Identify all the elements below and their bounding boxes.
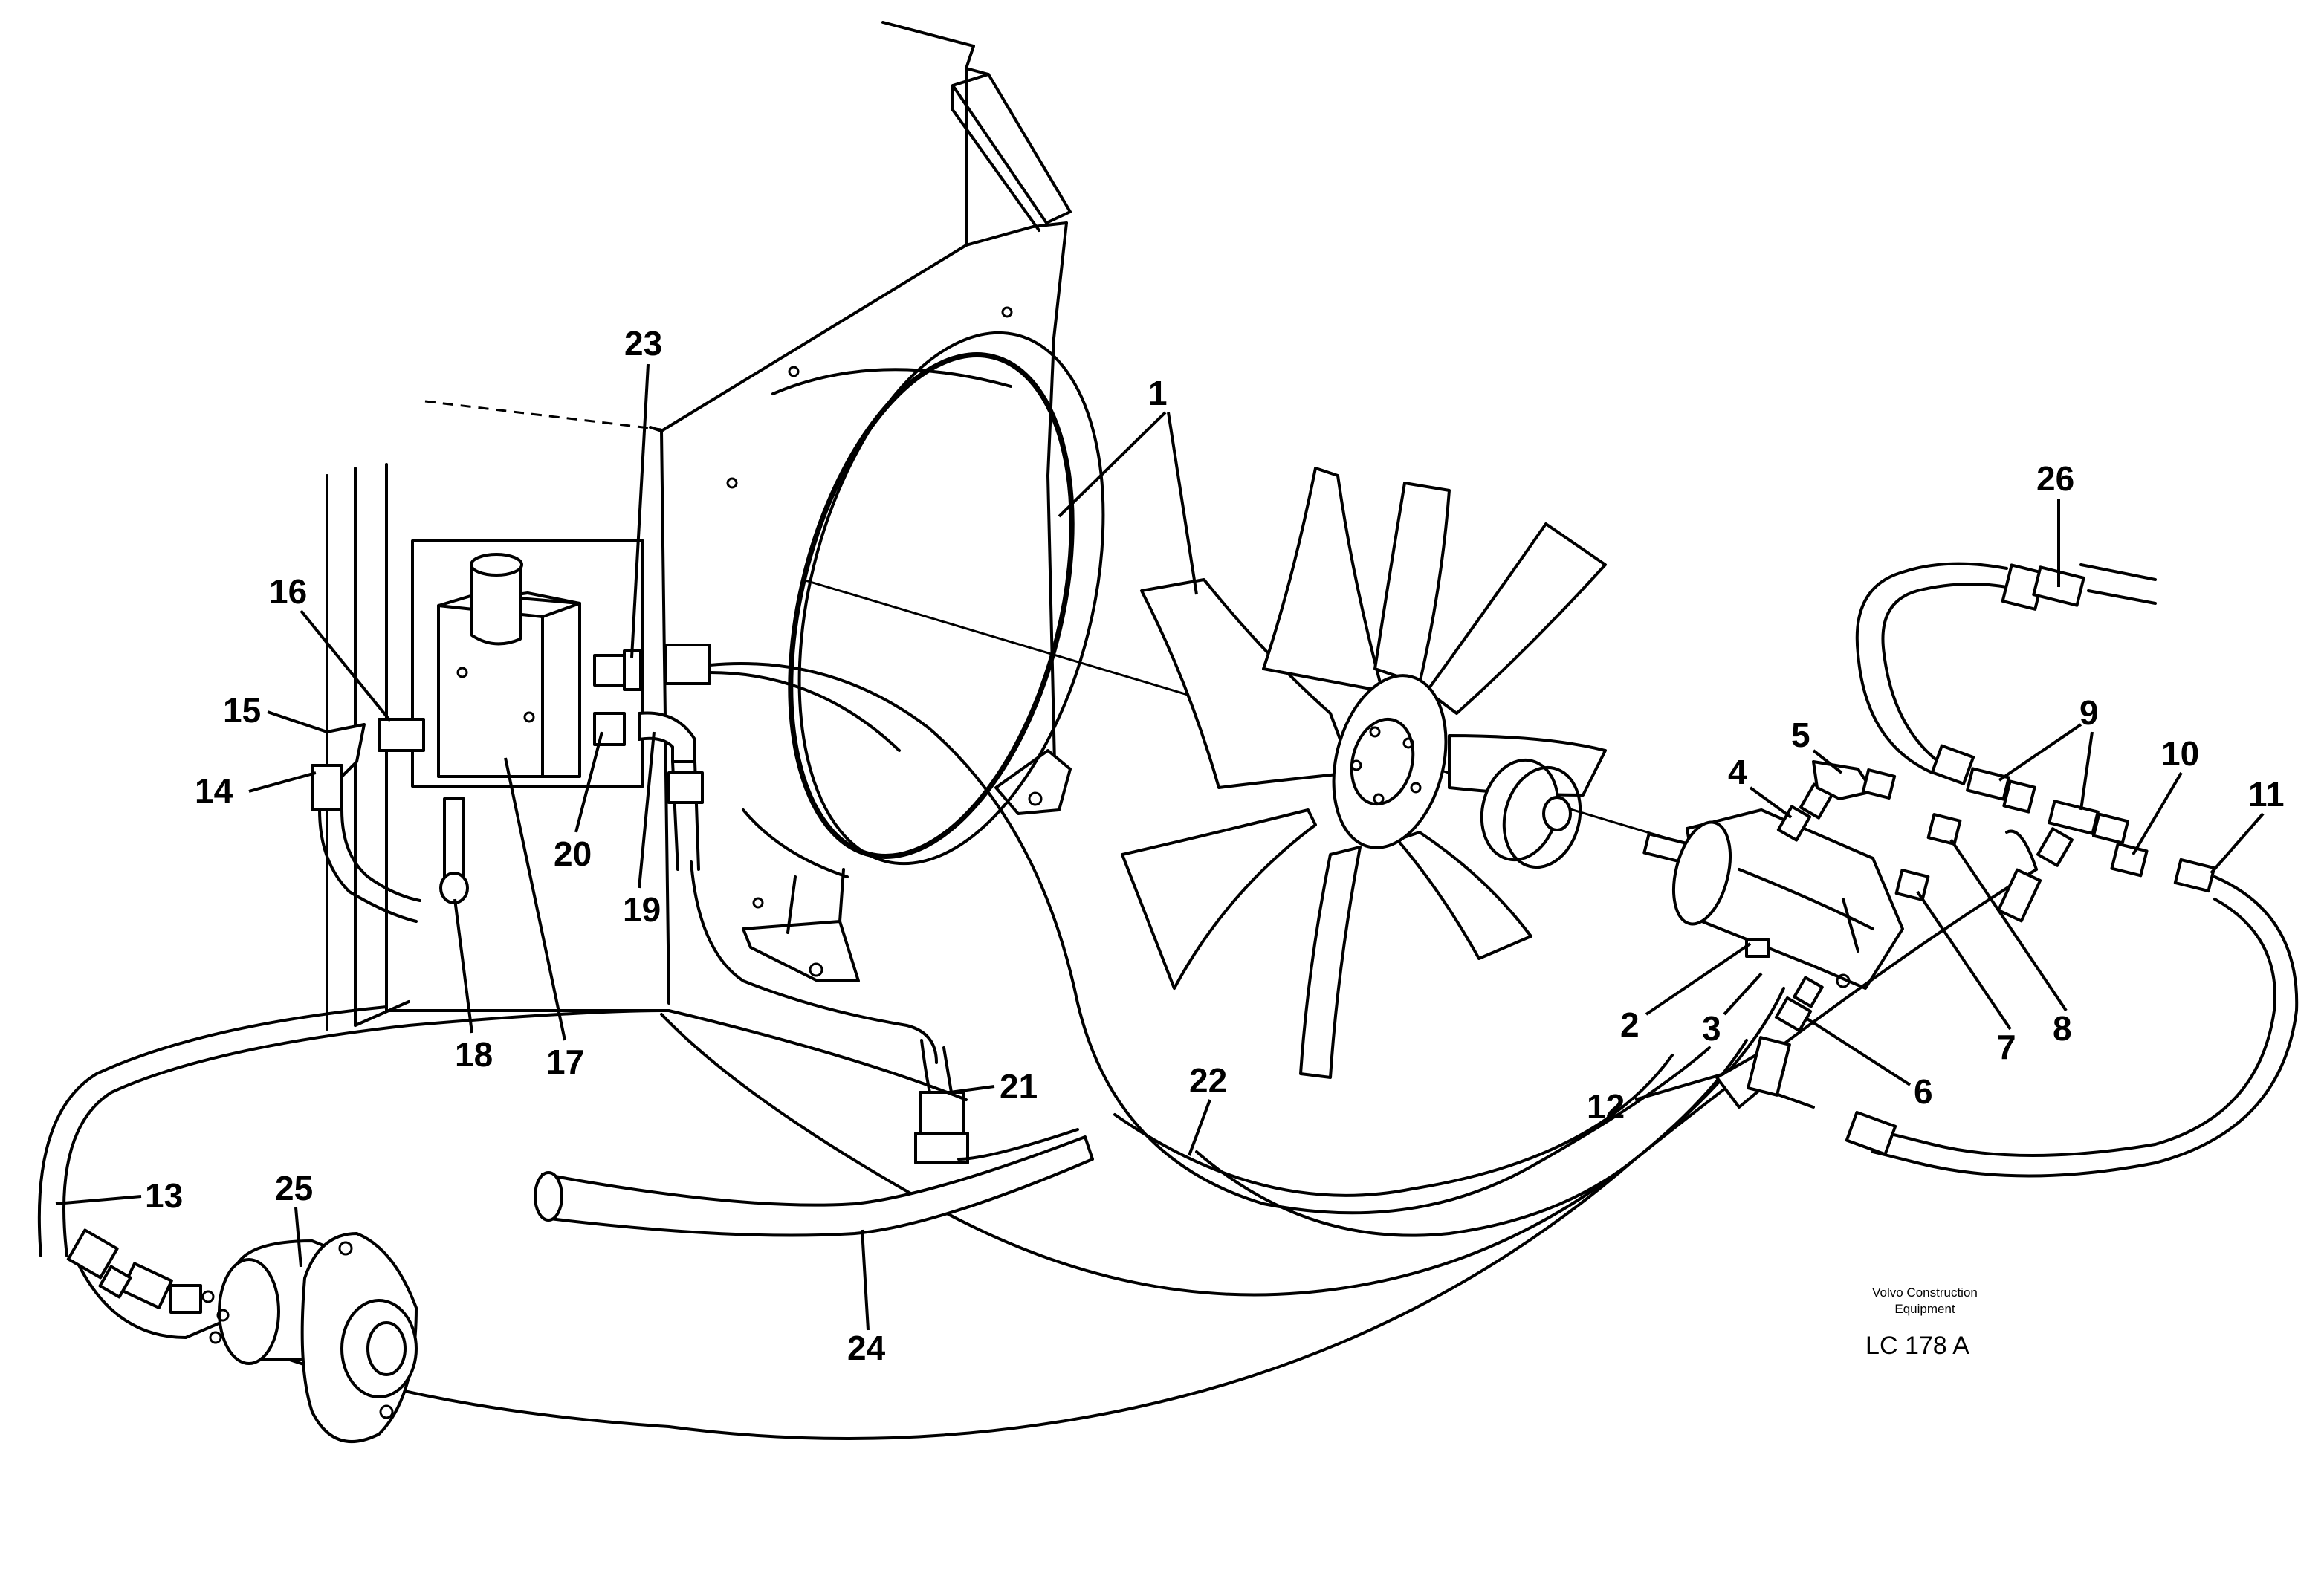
callout-label: 6 bbox=[1914, 1072, 1933, 1111]
fan-ring bbox=[742, 331, 1105, 878]
callout-8: 8 bbox=[1949, 838, 2072, 1048]
callout-label: 25 bbox=[275, 1169, 313, 1207]
callout-label: 24 bbox=[847, 1329, 886, 1367]
maker-line-2: Equipment bbox=[1894, 1302, 1955, 1316]
maker-line-1: Volvo Construction bbox=[1872, 1286, 1978, 1300]
elbow-fitting bbox=[311, 723, 421, 923]
callout-label: 7 bbox=[1997, 1028, 2016, 1066]
callout-label: 15 bbox=[223, 691, 261, 730]
callout-label: 26 bbox=[2036, 459, 2074, 498]
callout-23: 23 bbox=[624, 324, 662, 658]
callout-label: 8 bbox=[2053, 1009, 2072, 1048]
callout-7: 7 bbox=[1916, 890, 2016, 1066]
callout-label: 9 bbox=[2079, 693, 2099, 732]
callout-17: 17 bbox=[504, 757, 584, 1081]
callout-label: 23 bbox=[624, 324, 662, 363]
callout-12: 12 bbox=[1587, 1072, 1725, 1126]
callout-6: 6 bbox=[1805, 1017, 1933, 1111]
callout-label: 20 bbox=[554, 834, 592, 873]
callout-2: 2 bbox=[1620, 942, 1752, 1044]
callout-26: 26 bbox=[2036, 459, 2074, 587]
callout-24: 24 bbox=[847, 1229, 886, 1367]
callout-18: 18 bbox=[453, 898, 493, 1074]
valve-fittings bbox=[378, 644, 711, 763]
callout-label: 1 bbox=[1148, 374, 1168, 412]
callout-label: 21 bbox=[1000, 1067, 1038, 1106]
callout-21: 21 bbox=[949, 1067, 1038, 1106]
callout-label: 11 bbox=[2248, 775, 2285, 814]
callout-label: 13 bbox=[145, 1176, 183, 1215]
fan-shroud-frame bbox=[326, 21, 1072, 1031]
callout-15: 15 bbox=[223, 691, 328, 733]
callout-label: 18 bbox=[455, 1035, 493, 1074]
callout-1: 1 bbox=[1058, 374, 1198, 595]
valve-block bbox=[411, 539, 644, 788]
callout-13: 13 bbox=[55, 1176, 183, 1215]
callout-3: 3 bbox=[1702, 972, 1763, 1048]
callout-20: 20 bbox=[554, 731, 603, 873]
callout-5: 5 bbox=[1791, 716, 1843, 774]
pipe-fittings bbox=[1715, 563, 2216, 1156]
callout-label: 5 bbox=[1791, 716, 1810, 754]
callout-label: 3 bbox=[1702, 1009, 1721, 1048]
callout-label: 10 bbox=[2161, 734, 2199, 773]
callout-10: 10 bbox=[2132, 734, 2199, 856]
callout-label: 14 bbox=[195, 771, 233, 810]
callout-22: 22 bbox=[1188, 1061, 1227, 1156]
callout-16: 16 bbox=[269, 572, 392, 722]
callout-19: 19 bbox=[623, 731, 661, 929]
callout-label: 19 bbox=[623, 890, 661, 929]
hose-lines bbox=[37, 562, 2299, 1440]
hub-adapter bbox=[1480, 758, 1582, 869]
callout-11: 11 bbox=[2210, 775, 2285, 875]
callout-label: 16 bbox=[269, 572, 307, 611]
callout-25: 25 bbox=[275, 1169, 313, 1268]
rod bbox=[439, 797, 469, 904]
callout-label: 2 bbox=[1620, 1005, 1640, 1044]
pump bbox=[66, 1228, 418, 1443]
hose-19 bbox=[667, 760, 704, 871]
fan-impeller bbox=[1121, 467, 1607, 1079]
callout-label: 4 bbox=[1728, 753, 1747, 791]
callout-label: 12 bbox=[1587, 1087, 1625, 1126]
callout-label: 17 bbox=[546, 1043, 584, 1081]
callout-9: 9 bbox=[1998, 693, 2099, 811]
callout-14: 14 bbox=[195, 771, 317, 810]
hydraulic-motor bbox=[1642, 808, 1904, 990]
callout-label: 22 bbox=[1189, 1061, 1227, 1100]
callout-4: 4 bbox=[1728, 753, 1793, 819]
maker-block: Volvo Construction Equipment LC 178 A bbox=[1865, 1286, 1978, 1360]
drawing-code: LC 178 A bbox=[1865, 1332, 1969, 1360]
